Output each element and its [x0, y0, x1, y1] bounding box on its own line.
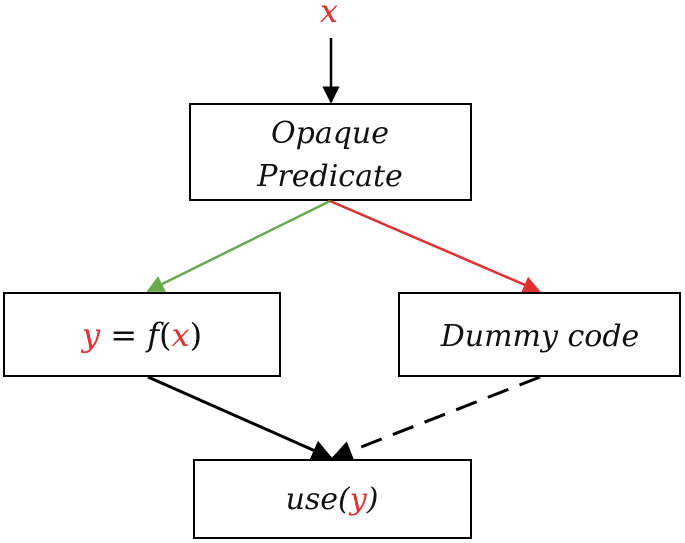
false-branch-node: Dummy code [398, 292, 681, 377]
true-branch-open-paren: ( [159, 316, 171, 354]
true-branch-node: y = f(x) [3, 292, 281, 377]
use-close-paren: ) [366, 482, 379, 517]
input-variable: x [320, 0, 338, 30]
true-branch-arg: x [172, 316, 190, 354]
svg-text:Predicate: Predicate [256, 159, 403, 194]
edge-true-branch-to-use [147, 375, 333, 460]
edge-false-branch-to-use [331, 375, 541, 461]
edge-predicate-to-true-branch [146, 199, 331, 293]
use-node: use(y) [193, 459, 472, 539]
false-branch-label: Dummy code [440, 319, 640, 354]
svg-text:y = f(x): y = f(x) [80, 316, 202, 354]
use-open-paren: ( [338, 482, 351, 517]
predicate-label-line2: Predicate [256, 159, 403, 194]
use-arg: y [348, 482, 368, 517]
edge-predicate-to-false-branch [329, 199, 541, 293]
use-prefix: use [286, 482, 338, 517]
true-branch-output-var: y [80, 316, 101, 354]
svg-text:Opaque: Opaque [271, 116, 389, 151]
svg-text:use(y): use(y) [286, 482, 379, 517]
true-branch-close-paren: ) [190, 316, 202, 354]
svg-text:Dummy code: Dummy code [440, 319, 640, 354]
predicate-label-line1: Opaque [271, 116, 389, 151]
true-branch-equals: = [100, 316, 147, 354]
predicate-node: Opaque Predicate [189, 103, 472, 201]
